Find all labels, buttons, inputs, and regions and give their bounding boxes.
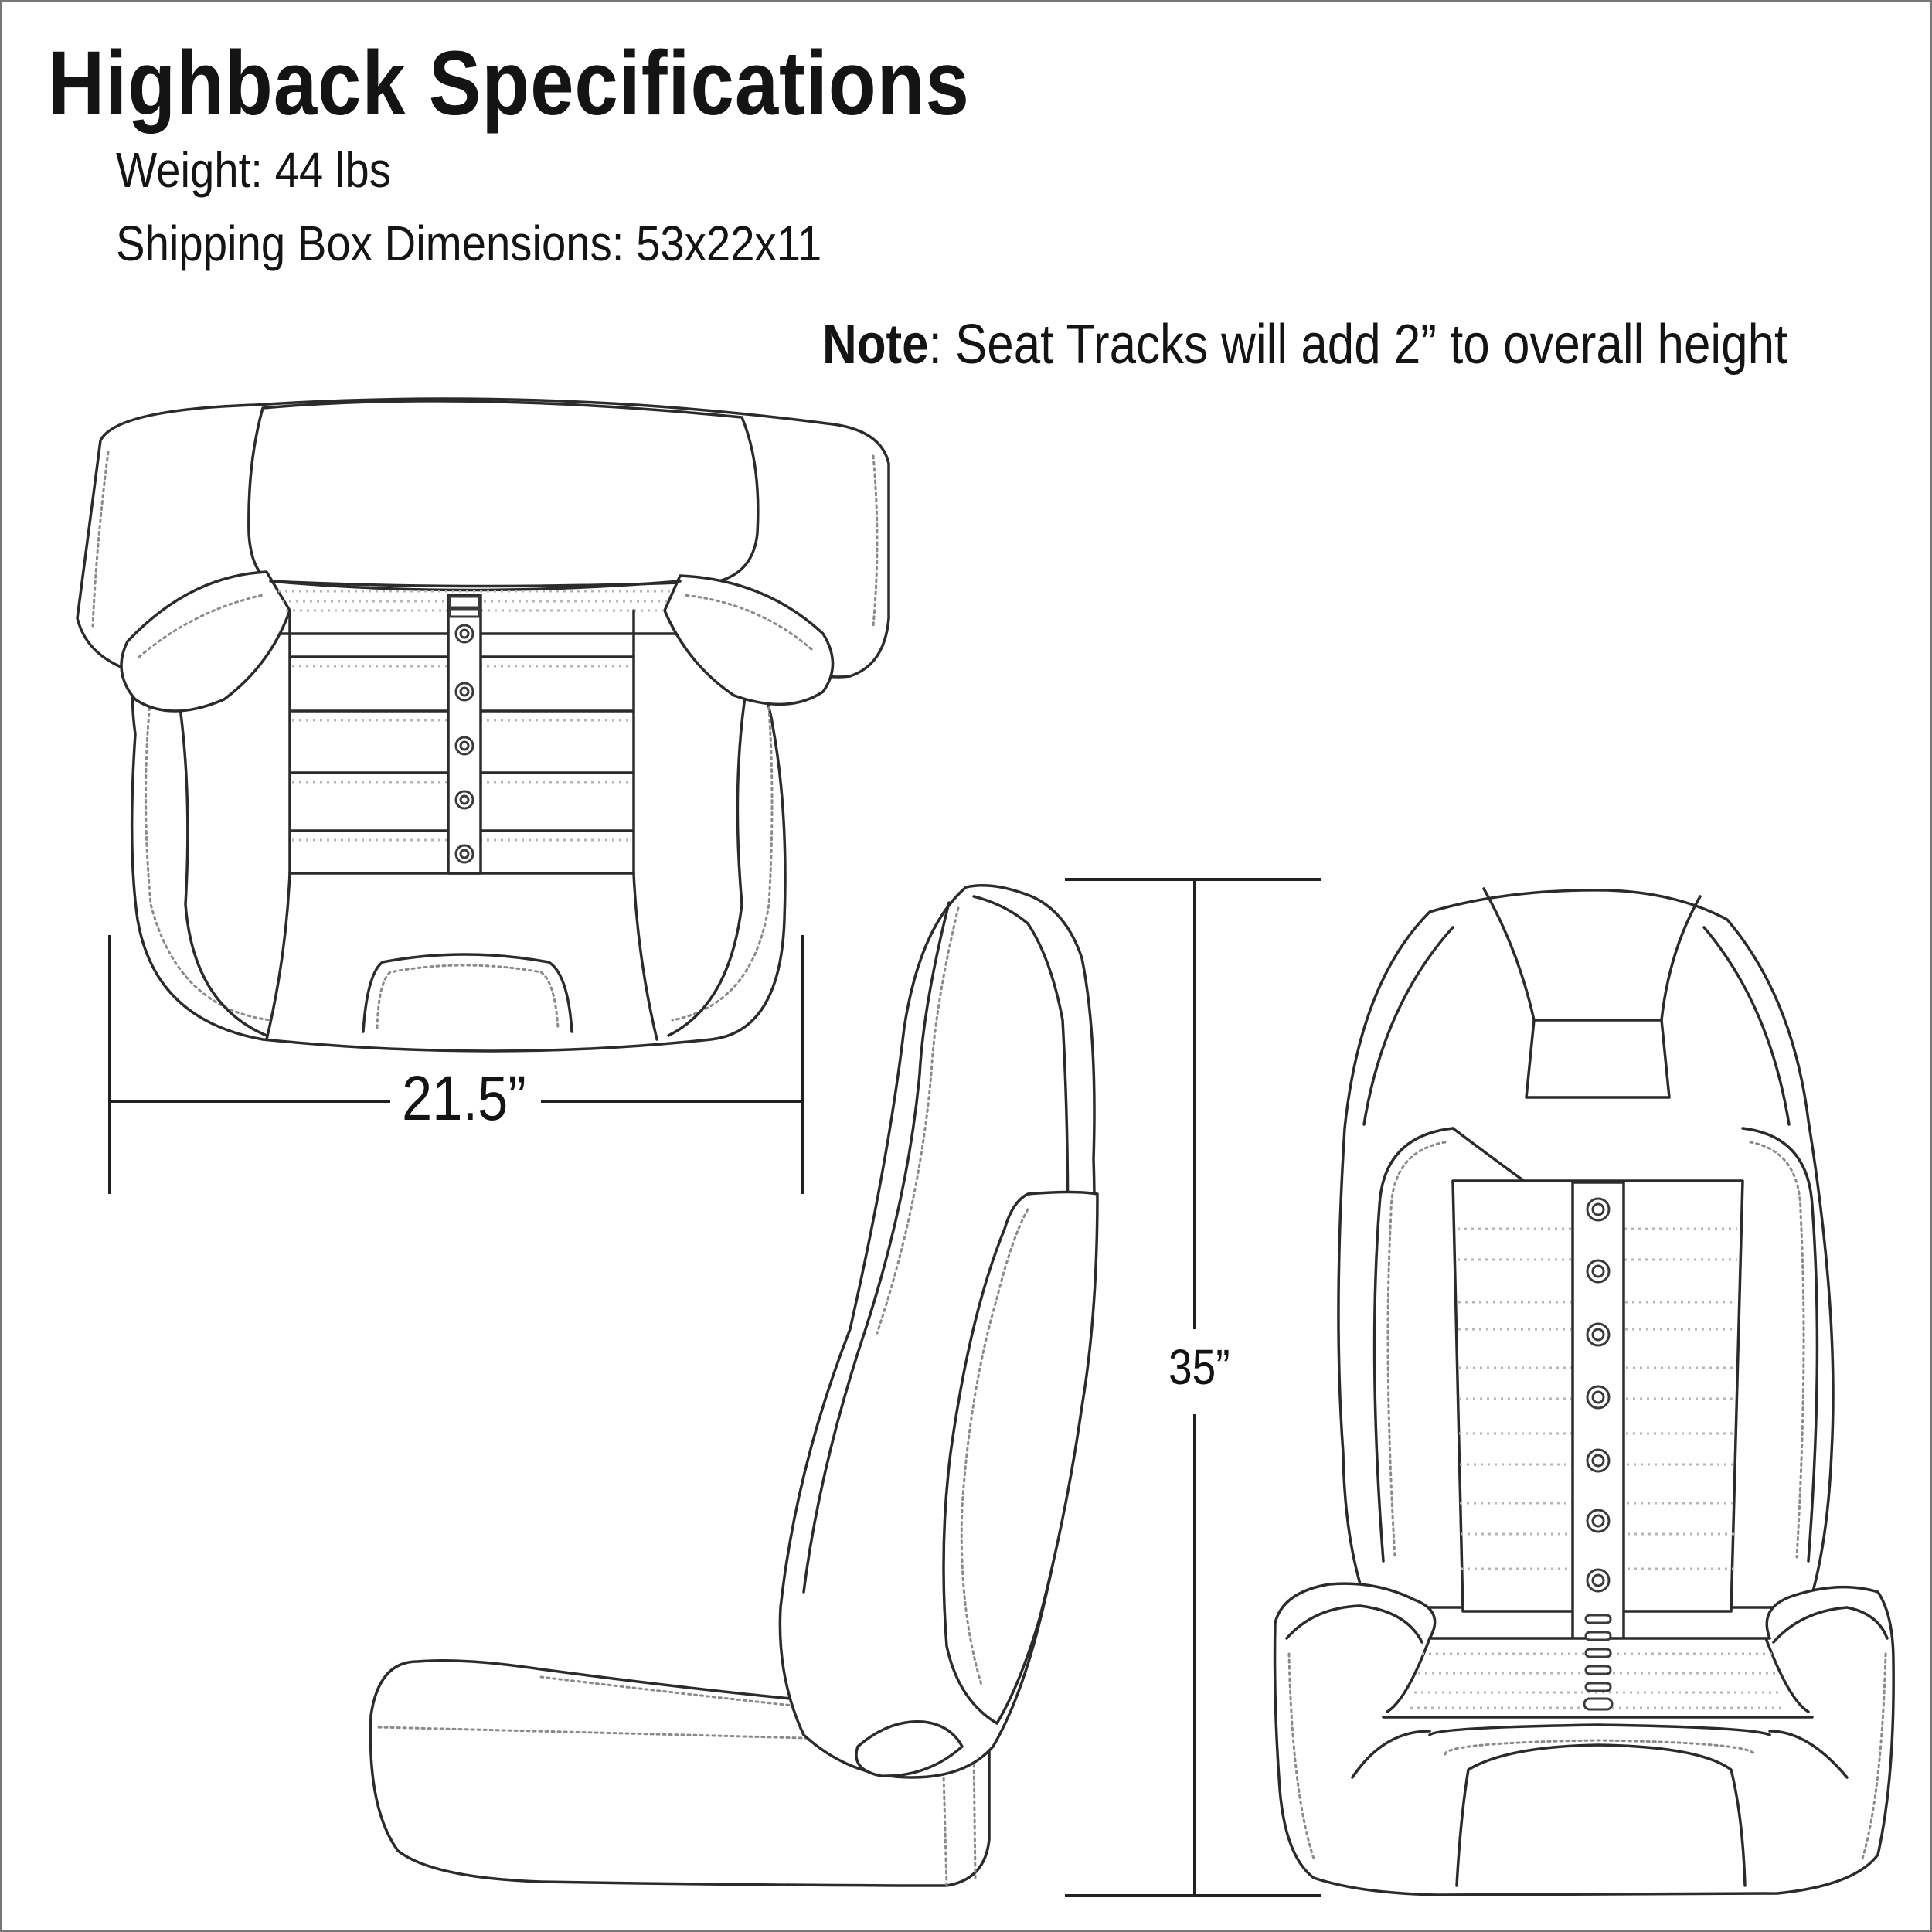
seat-track-note: Note: Seat Tracks will add 2” to overall… bbox=[822, 313, 1787, 376]
height-dimension-label: 35” bbox=[1168, 1339, 1230, 1395]
height-dimension-marker bbox=[1065, 878, 1321, 1897]
weight-spec: Weight: 44 lbs bbox=[116, 142, 391, 198]
page-title: Highback Specifications bbox=[48, 32, 970, 134]
seat-top-view-icon bbox=[76, 397, 890, 1053]
seat-side-view-icon bbox=[369, 883, 1099, 1887]
width-dimension-marker bbox=[108, 935, 804, 1194]
seat-front-view-icon bbox=[1273, 887, 1895, 1896]
note-label: Note bbox=[822, 314, 929, 376]
note-text: : Seat Tracks will add 2” to overall hei… bbox=[928, 314, 1788, 376]
shipping-box-spec: Shipping Box Dimensions: 53x22x11 bbox=[116, 216, 822, 271]
width-dimension-label: 21.5” bbox=[402, 1063, 526, 1134]
